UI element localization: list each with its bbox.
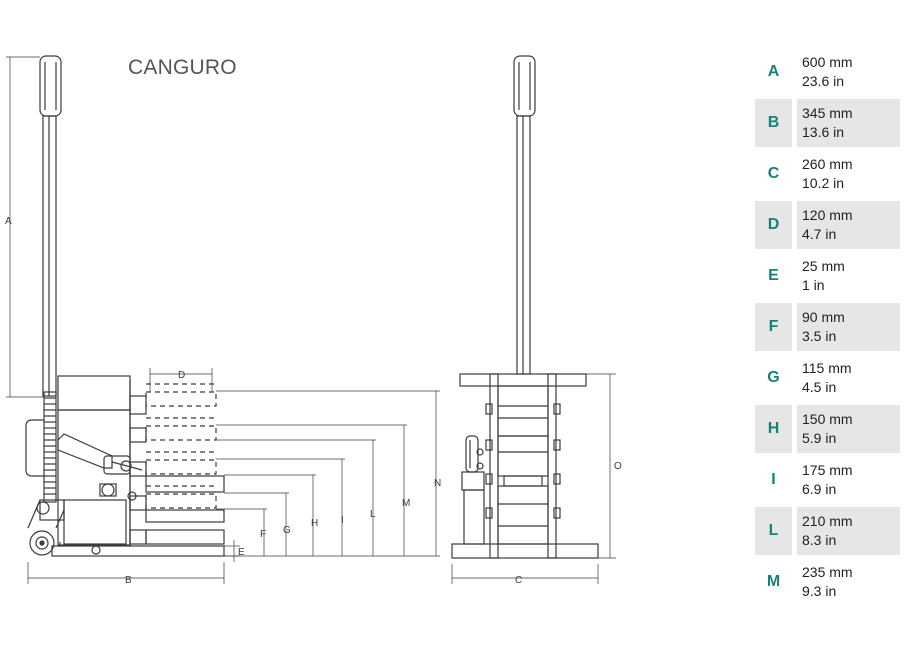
label-b: B <box>125 575 132 586</box>
spec-mm: 260 mm <box>802 156 853 172</box>
spec-inch: 10.2 in <box>802 175 845 191</box>
label-g: G <box>283 525 291 536</box>
spec-values: 120 mm 4.7 in <box>797 201 900 249</box>
pump-lever <box>57 433 143 501</box>
spec-row-d: D 120 mm 4.7 in <box>755 201 900 249</box>
spec-values: 260 mm 10.2 in <box>797 150 900 198</box>
spec-row-m: M 235 mm 9.3 in <box>755 558 900 606</box>
spec-letter: D <box>755 201 792 249</box>
spec-letter: E <box>768 267 779 284</box>
spec-letter: L <box>755 507 792 555</box>
dimension-c: C <box>451 564 599 586</box>
base-plate <box>51 545 225 557</box>
spec-letter: H <box>755 405 792 453</box>
spec-mm: 210 mm <box>802 513 853 529</box>
spec-row-l: L 210 mm 8.3 in <box>755 507 900 555</box>
side-view: A <box>5 55 441 586</box>
label-c: C <box>515 575 522 586</box>
label-f: F <box>260 529 266 540</box>
spec-values: 600 mm 23.6 in <box>797 48 900 96</box>
spec-row-f: F 90 mm 3.5 in <box>755 303 900 351</box>
spec-inch: 3.5 in <box>802 328 837 344</box>
label-l: L <box>370 509 376 520</box>
spec-row-g: G 115 mm 4.5 in <box>755 354 900 402</box>
label-m: M <box>402 498 410 509</box>
dimension-a: A <box>5 56 44 398</box>
spec-mm: 90 mm <box>802 309 845 325</box>
spec-row-e: E 25 mm 1 in <box>755 252 900 300</box>
spec-mm: 235 mm <box>802 564 853 580</box>
front-pump <box>461 435 485 545</box>
spring <box>43 391 57 503</box>
height-dimensions: F G H I L M N <box>216 390 441 557</box>
label-d: D <box>178 370 185 381</box>
spec-values: 235 mm 9.3 in <box>797 558 900 606</box>
spec-values: 25 mm 1 in <box>797 252 900 300</box>
spec-values: 345 mm 13.6 in <box>797 99 900 147</box>
front-top-plate <box>459 373 587 387</box>
label-a: A <box>5 216 12 227</box>
jack-technical-drawing: A <box>5 55 622 586</box>
spec-row-a: A 600 mm 23.6 in <box>755 48 900 96</box>
spec-values: 90 mm 3.5 in <box>797 303 900 351</box>
dimension-d: D <box>149 368 213 392</box>
spec-letter: F <box>755 303 792 351</box>
spec-inch: 8.3 in <box>802 532 837 548</box>
spec-inch: 9.3 in <box>802 583 837 599</box>
spec-inch: 1 in <box>802 277 825 293</box>
spec-letter: M <box>766 573 781 590</box>
spec-mm: 120 mm <box>802 207 853 223</box>
spec-inch: 4.7 in <box>802 226 837 242</box>
spec-mm: 345 mm <box>802 105 853 121</box>
spec-mm: 600 mm <box>802 54 853 70</box>
jack-body <box>57 375 131 411</box>
spec-inch: 23.6 in <box>802 73 845 89</box>
spec-row-i: I 175 mm 6.9 in <box>755 456 900 504</box>
page-title: CANGURO <box>128 56 237 79</box>
wheel <box>27 499 65 556</box>
spec-letter: B <box>755 99 792 147</box>
spec-letter: C <box>767 165 780 182</box>
spec-mm: 115 mm <box>802 360 852 376</box>
label-h: H <box>311 518 318 529</box>
front-view: C O <box>451 55 622 586</box>
label-i: I <box>341 515 344 526</box>
spec-letter: G <box>767 369 780 386</box>
spec-values: 175 mm 6.9 in <box>797 456 900 504</box>
spec-mm: 25 mm <box>802 258 845 274</box>
spec-letter: A <box>767 63 780 80</box>
spec-row-b: B 345 mm 13.6 in <box>755 99 900 147</box>
spec-inch: 4.5 in <box>802 379 837 395</box>
dimension-b: B <box>27 562 225 586</box>
front-handle-grip <box>513 55 536 117</box>
label-o: O <box>614 461 622 472</box>
spec-inch: 5.9 in <box>802 430 837 446</box>
stacked-plates <box>145 383 217 509</box>
spec-inch: 6.9 in <box>802 481 837 497</box>
dimension-e: E <box>224 540 245 562</box>
spec-row-c: C 260 mm 10.2 in <box>755 150 900 198</box>
spec-values: 115 mm 4.5 in <box>797 354 900 402</box>
spec-inch: 13.6 in <box>802 124 845 140</box>
spec-mm: 150 mm <box>802 411 853 427</box>
spec-row-h: H 150 mm 5.9 in <box>755 405 900 453</box>
spec-values: 150 mm 5.9 in <box>797 405 900 453</box>
handle-grip <box>39 55 62 117</box>
spec-values: 210 mm 8.3 in <box>797 507 900 555</box>
label-n: N <box>434 478 441 489</box>
spec-letter: I <box>771 471 776 488</box>
front-base <box>451 543 599 559</box>
dimension-o: O <box>586 373 622 559</box>
spec-mm: 175 mm <box>802 462 853 478</box>
label-e: E <box>238 547 245 558</box>
